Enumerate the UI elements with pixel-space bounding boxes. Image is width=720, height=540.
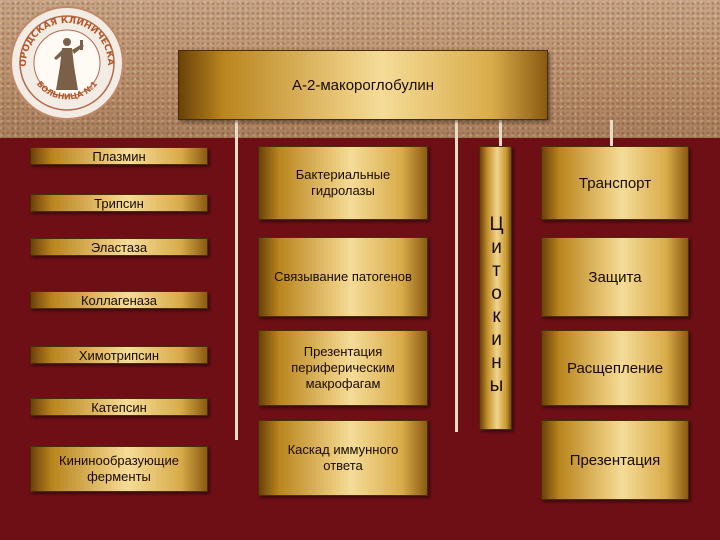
function-protection: Защита: [541, 237, 689, 317]
enzyme-plasmin: Плазмин: [30, 147, 208, 165]
connector-title-right: [455, 120, 458, 432]
enzyme-kinin-forming: Кининообразующие ферменты: [30, 446, 208, 492]
mid-bacterial-hydrolases: Бактериальные гидролазы: [258, 146, 428, 220]
title-text: А-2-макороглобулин: [291, 76, 434, 94]
connector-top-right: [499, 120, 502, 146]
enzyme-collagenase: Коллагеназа: [30, 291, 208, 309]
connector-title-left: [235, 120, 238, 440]
enzyme-label: Плазмин: [92, 148, 146, 164]
function-label: Презентация: [569, 451, 661, 469]
enzyme-label: Химотрипсин: [78, 347, 160, 363]
mid-label: Презентация периферическим макрофагам: [291, 344, 395, 391]
mid-label: Каскад иммунного ответа: [287, 442, 399, 473]
enzyme-label: Эластаза: [90, 239, 148, 255]
mid-label: Бактериальные гидролазы: [295, 167, 391, 198]
mid-pathogen-binding: Связывание патогенов: [258, 237, 428, 317]
mid-macrophage-presentation: Презентация периферическим макрофагам: [258, 330, 428, 406]
title-box: А-2-макороглобулин: [178, 50, 548, 120]
mid-label: Связывание патогенов: [274, 269, 412, 284]
enzyme-elastase: Эластаза: [30, 238, 208, 256]
enzyme-chymotrypsin: Химотрипсин: [30, 346, 208, 364]
mid-immune-cascade: Каскад иммунного ответа: [258, 420, 428, 496]
function-presentation: Презентация: [541, 420, 689, 500]
enzyme-trypsin: Трипсин: [30, 194, 208, 212]
vertical-letter: и: [491, 237, 502, 258]
hospital-logo: ГОРОДСКАЯ КЛИНИЧЕСКАЯ БОЛЬНИЦА №1: [8, 4, 124, 120]
vertical-letter: Ц: [489, 214, 504, 235]
vertical-letter: ы: [489, 375, 504, 396]
enzyme-label: Трипсин: [94, 195, 144, 211]
function-label: Транспорт: [578, 174, 652, 192]
vertical-letter: н: [491, 352, 502, 373]
enzyme-label: Коллагеназа: [80, 292, 158, 308]
function-transport: Транспорт: [541, 146, 689, 220]
cytokines-vertical-box: Ц и т о к и н ы: [479, 146, 512, 430]
function-cleavage: Расщепление: [541, 330, 689, 406]
vertical-letter: т: [492, 260, 501, 281]
connector-right-column: [610, 120, 613, 146]
enzyme-label: Кининообразующие ферменты: [59, 453, 179, 484]
function-label: Защита: [588, 268, 642, 286]
enzyme-cathepsin: Катепсин: [30, 398, 208, 416]
vertical-letter: о: [491, 283, 502, 304]
vertical-letter: к: [492, 306, 501, 327]
enzyme-label: Катепсин: [91, 399, 147, 415]
vertical-letter: и: [491, 329, 502, 350]
function-label: Расщепление: [566, 359, 664, 377]
